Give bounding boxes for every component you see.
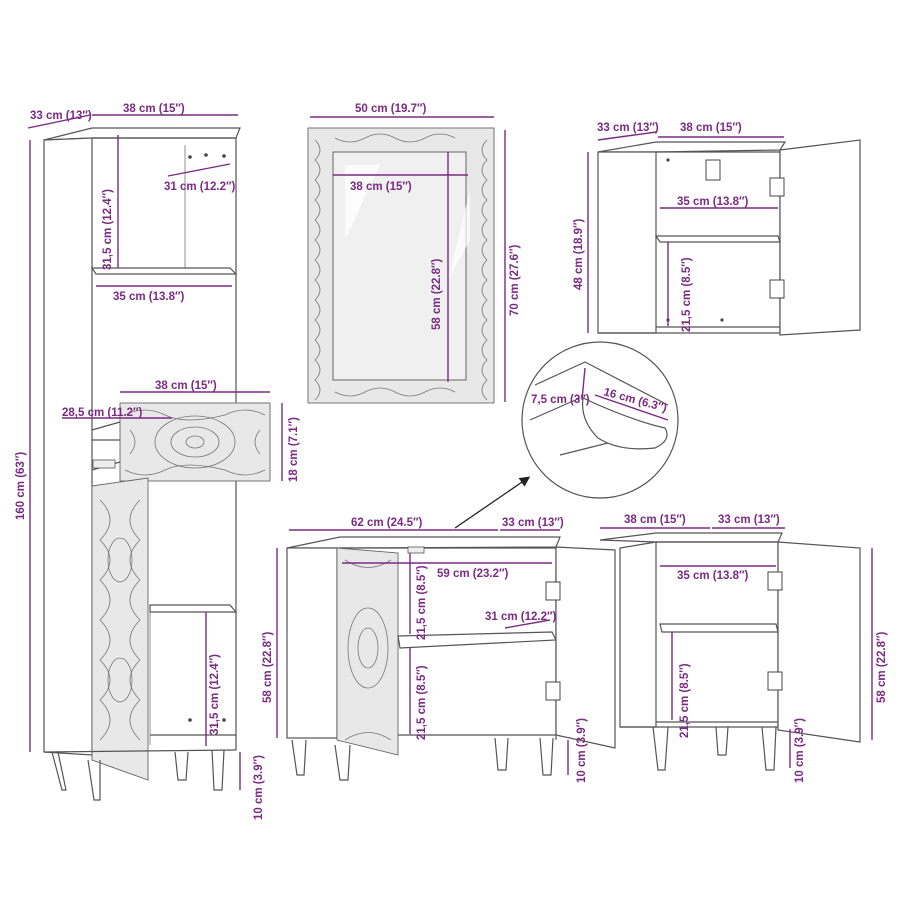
sink-cabinet-side [286, 547, 338, 739]
tall-drawer-width-label: 38 cm (15″) [155, 380, 217, 392]
side-cabinet-leg [715, 726, 729, 756]
tall-cabinet-leg [51, 751, 67, 791]
hinge-icon [767, 671, 783, 691]
side-shelf-height-label: 21,5 cm (8.5″) [679, 663, 691, 738]
sink-cabinet-dimensions: 62 cm (24.5″) 33 cm (13″) 59 cm (23.2″) … [262, 517, 588, 783]
mirror-inner-height-label: 58 cm (22.8″) [431, 258, 443, 330]
hinge-icon [545, 581, 561, 601]
tall-cabinet-lower-shelf [149, 604, 238, 613]
mirror-dimensions: 50 cm (19.7″) 38 cm (15″) 58 cm (22.8″) … [310, 103, 521, 402]
wall-cabinet-dimensions: 33 cm (13″) 38 cm (15″) 35 cm (13.8″) 48… [573, 122, 784, 333]
side-depth-label: 33 cm (13″) [718, 514, 780, 526]
side-cabinet-shelf [659, 623, 779, 633]
wall-cabinet-shelf [654, 235, 781, 243]
side-width-label: 38 cm (15″) [624, 514, 686, 526]
tall-total-height-label: 160 cm (63″) [15, 452, 27, 520]
tall-cabinet-leg [174, 751, 189, 781]
handle-detail: 7,5 cm (3″) 16 cm (6.3″) [454, 341, 679, 529]
sink-cabinet-leg [539, 737, 554, 776]
side-leg-height-label: 10 cm (3.9″) [794, 718, 806, 783]
tall-cabinet [43, 127, 271, 801]
wall-shelf-width-label: 35 cm (13.8″) [677, 196, 749, 208]
bracket-icon [705, 159, 721, 181]
detail-arrow [454, 476, 531, 529]
hinge-icon [545, 681, 561, 701]
sink-top-height-label: 21,5 cm (8.5″) [416, 565, 428, 640]
tall-cabinet-leg [211, 749, 225, 791]
side-cabinet-leg [652, 726, 669, 771]
tall-shelf-width-label: 35 cm (13.8″) [113, 291, 185, 303]
sink-cabinet-leg [334, 744, 351, 781]
tall-lower-shelf-label: 31,5 cm (12.4″) [209, 654, 221, 735]
side-cabinet-leg [761, 726, 777, 771]
mirror-height-label: 70 cm (27.6″) [509, 244, 521, 316]
tall-top-shelf-label: 31,5 cm (12.4″) [102, 189, 114, 270]
wall-depth-label: 33 cm (13″) [597, 122, 659, 134]
tall-cabinet-leg [87, 759, 101, 801]
side-cabinet-side [619, 541, 657, 728]
sink-cabinet-leg [291, 739, 307, 776]
side-height-label: 58 cm (22.8″) [876, 631, 888, 703]
wall-cabinet [597, 139, 861, 336]
sink-height-label: 58 cm (22.8″) [262, 631, 274, 703]
sink-leg-height-label: 10 cm (3.9″) [576, 718, 588, 783]
sink-cabinet-leg [494, 737, 509, 771]
mirror-width-label: 50 cm (19.7″) [355, 103, 427, 115]
detail-depth-label: 7,5 cm (3″) [531, 394, 590, 406]
mirror-inner-width-label: 38 cm (15″) [350, 181, 412, 193]
side-shelf-width-label: 35 cm (13.8″) [677, 570, 749, 582]
tall-inner-depth-label: 31 cm (12.2″) [164, 181, 236, 193]
tall-cabinet-side [43, 137, 93, 756]
mirror [307, 127, 495, 404]
sink-width-label: 62 cm (24.5″) [351, 517, 423, 529]
side-cabinet-door [777, 541, 861, 743]
side-cabinet-dimensions: 38 cm (15″) 33 cm (13″) 35 cm (13.8″) 21… [600, 514, 888, 783]
wall-cabinet-side [597, 151, 657, 334]
sink-cabinet-door-left [336, 547, 399, 756]
tall-cabinet-shelf [90, 267, 238, 275]
sink-inner-width-label: 59 cm (23.2″) [437, 568, 509, 580]
tall-cabinet-dimensions: 33 cm (13″) 38 cm (15″) 31 cm (12.2″) 31… [15, 103, 300, 820]
side-cabinet-top [599, 532, 783, 543]
tall-leg-height-label: 10 cm (3.9″) [253, 755, 265, 820]
tall-cabinet-door [91, 477, 149, 781]
sink-inner-depth-label: 31 cm (12.2″) [485, 611, 557, 623]
sink-cabinet-top [286, 536, 561, 549]
wall-cabinet-door [779, 139, 861, 336]
sink-depth-label: 33 cm (13″) [502, 517, 564, 529]
wall-shelf-height-label: 21,5 cm (8.5″) [681, 257, 693, 332]
side-cabinet [599, 532, 861, 771]
hinge-icon [769, 279, 785, 299]
tall-drawer-height-label: 18 cm (7.1″) [288, 417, 300, 482]
sink-cabinet [286, 536, 616, 781]
tall-drawer-depth-label: 28,5 cm (11.2″) [62, 407, 142, 419]
wall-height-label: 48 cm (18.9″) [573, 218, 585, 290]
wall-width-label: 38 cm (15″) [680, 122, 742, 134]
hinge-icon [767, 571, 783, 591]
tall-depth-label: 33 cm (13″) [30, 110, 92, 122]
wall-cabinet-top [597, 141, 787, 153]
sink-lower-height-label: 21,5 cm (8.5″) [416, 665, 428, 740]
tall-width-label: 38 cm (15″) [123, 103, 185, 115]
tall-cabinet-drawer-front [119, 402, 271, 482]
hinge-icon [769, 177, 785, 197]
sink-cabinet-door-right [555, 546, 616, 749]
